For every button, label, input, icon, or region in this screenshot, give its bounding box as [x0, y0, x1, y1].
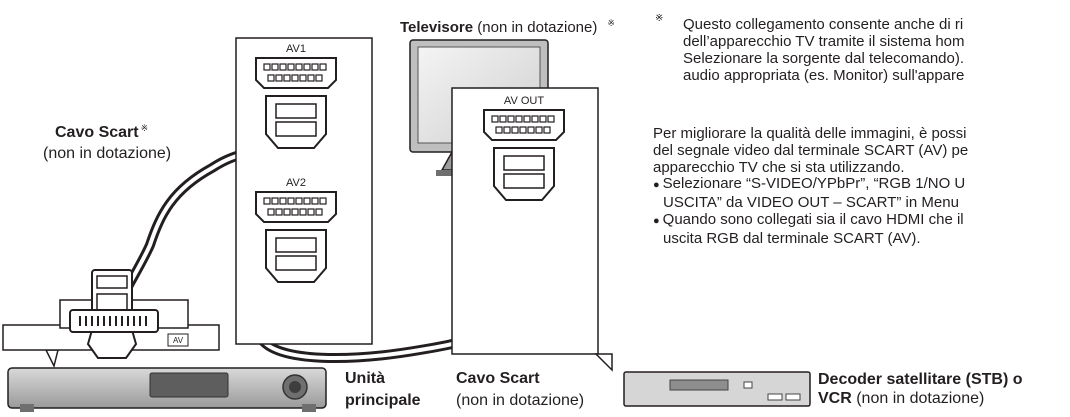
callout-pointer-decoder [594, 353, 613, 372]
cable-left-note: (non in dotazione) [43, 145, 172, 162]
tv-note: (non in dotazione) [473, 19, 598, 36]
decoder-line-1: Decoder satellitare (STB) o [818, 371, 1023, 388]
av1-label: AV1 [286, 43, 306, 55]
bullet-item: ●Quando sono collegati sia il cavo HDMI … [653, 211, 965, 247]
cable-bottom-label: Cavo Scart (non in dotazione) [456, 368, 584, 412]
asterisk-note-line-1: Questo collegamento consente anche di ri [683, 16, 964, 33]
bullet-item: ●Selezionare “S-VIDEO/YPbPr”, “RGB 1/NO … [653, 175, 965, 211]
tv-label: Televisore (non in dotazione) ※ [400, 15, 615, 36]
cable-bottom-note: (non in dotazione) [456, 392, 585, 409]
paragraph-line-2: del segnale video dal terminale SCART (A… [653, 142, 969, 159]
asterisk-note-marker: ※ [655, 13, 664, 24]
main-unit-scart-socket [69, 309, 159, 333]
bullet-dot: ● [653, 179, 660, 191]
tv-av1-socket: AV1 [255, 43, 337, 89]
tv-marker: ※ [607, 18, 615, 28]
bullet-1-line-2: USCITA” da VIDEO OUT – SCART” in Menu [663, 194, 959, 211]
tv-av2-socket: AV2 [255, 177, 337, 223]
asterisk-note: ※ Questo collegamento consente anche di … [655, 13, 965, 84]
paragraph-line-1: Per migliorare la qualità delle immagini… [653, 125, 967, 142]
main-unit-device [7, 367, 327, 412]
tv-av1-plug [265, 95, 327, 149]
av-port-label: AV [173, 336, 184, 345]
av2-label: AV2 [286, 177, 306, 189]
cable-left-marker: ※ [140, 123, 149, 133]
asterisk-note-line-2: dell’apparecchio TV tramite il sistema h… [683, 33, 965, 50]
main-unit-label: Unità principale [345, 368, 421, 412]
decoder-label: Decoder satellitare (STB) o VCR (non in … [818, 370, 1023, 408]
paragraph-line-3: apparecchio TV che si sta utilizzando. [653, 159, 905, 176]
av-out-label: AV OUT [504, 95, 544, 107]
decoder-note: (non in dotazione) [851, 390, 985, 407]
tv-av2-plug [265, 229, 327, 283]
bullet-dot: ● [653, 215, 660, 227]
main-unit-line-1: Unità [345, 370, 385, 387]
av-port-label-box: AV [167, 333, 189, 347]
cable-left-label: Cavo Scart※ (non in dotazione) [43, 120, 171, 162]
asterisk-note-line-4: audio appropriata (es. Monitor) sull'app… [683, 67, 965, 84]
bullet-2-line-2: uscita RGB dal terminale SCART (AV). [663, 230, 921, 247]
quality-paragraph: Per migliorare la qualità delle immagini… [653, 125, 968, 176]
bullet-2-line-1: Quando sono collegati sia il cavo HDMI c… [662, 211, 964, 228]
tv-title: Televisore [400, 19, 474, 36]
bullet-list: ●Selezionare “S-VIDEO/YPbPr”, “RGB 1/NO … [653, 175, 965, 247]
cable-bottom-title: Cavo Scart [456, 370, 540, 387]
bullet-1-line-1: Selezionare “S-VIDEO/YPbPr”, “RGB 1/NO U [662, 175, 966, 192]
cable-left-title: Cavo Scart [55, 124, 139, 141]
decoder-vcr: VCR [818, 390, 852, 407]
asterisk-note-line-3: Selezionare la sorgente dal telecomando)… [683, 50, 965, 67]
callout-pointer-unit [44, 349, 59, 369]
main-unit-line-2: principale [345, 392, 421, 409]
decoder-av-out-socket: AV OUT [483, 95, 565, 141]
decoder-av-out-plug [493, 147, 555, 201]
decoder-device [623, 371, 811, 407]
